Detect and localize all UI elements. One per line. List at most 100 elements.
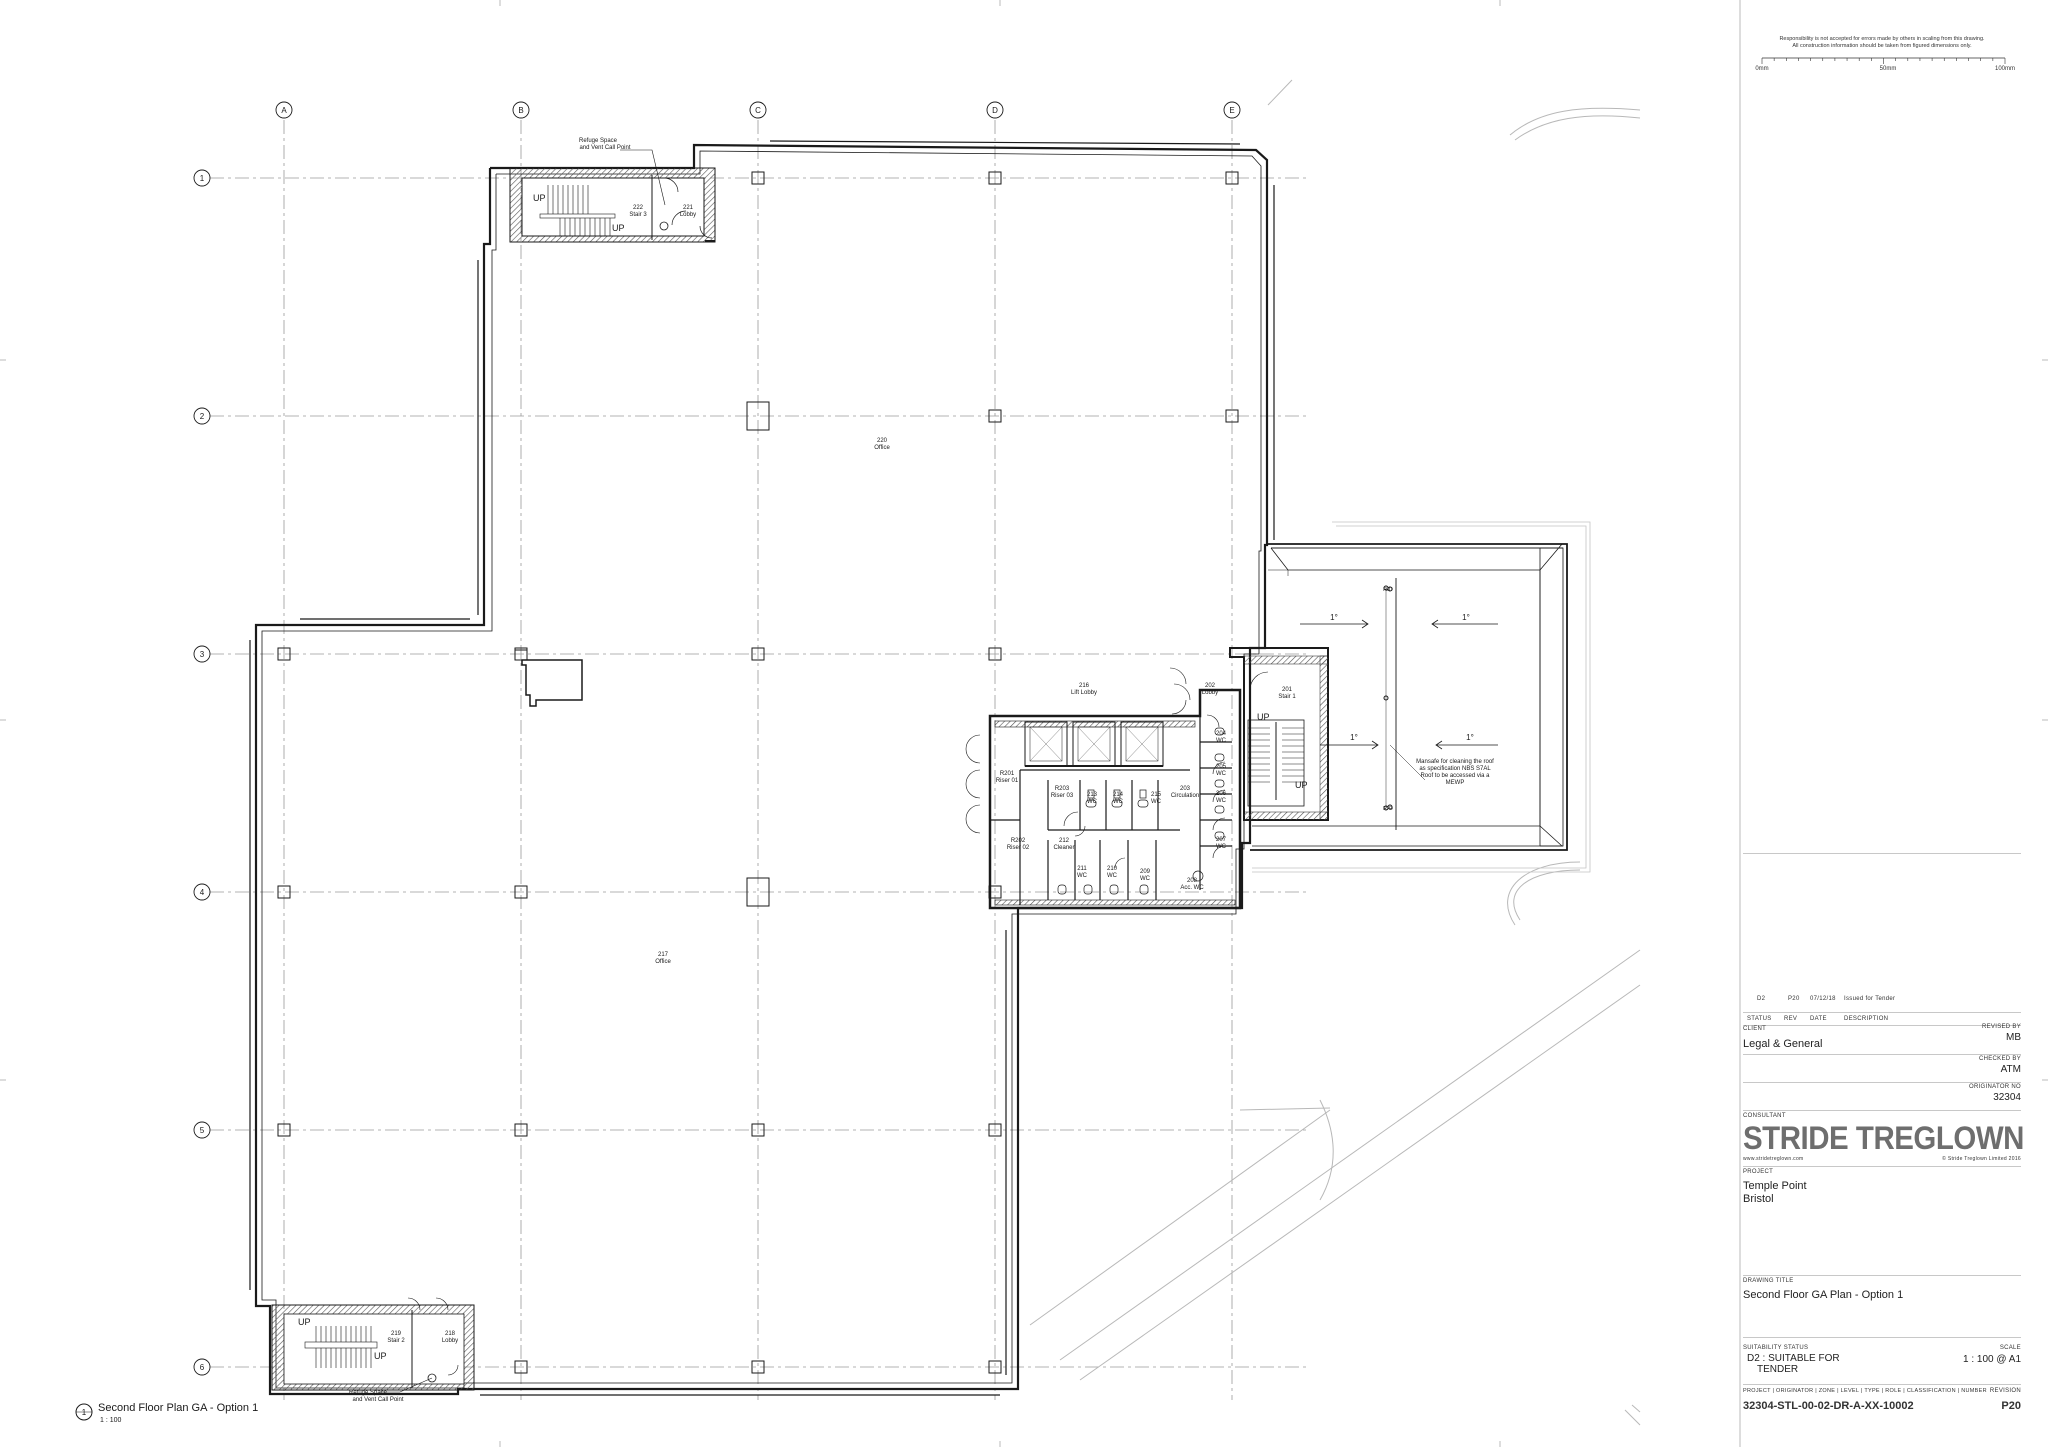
structural-column	[277, 1123, 291, 1137]
room-206-num: 206	[1216, 791, 1227, 797]
room-218-num: 218	[445, 1331, 456, 1337]
grid-label-E: E	[1229, 106, 1234, 115]
up-label: UP	[1295, 780, 1308, 790]
room-210-name: WC	[1107, 873, 1118, 879]
structural-column	[751, 647, 765, 661]
room-r202-name: Riser 02	[1007, 845, 1030, 851]
room-r202-num: R202	[1011, 838, 1026, 844]
stair-3-core	[509, 167, 716, 243]
client-name: Legal & General	[1743, 1038, 1823, 1050]
room-219-num: 219	[391, 1331, 402, 1337]
refuge-top-line1: Refuge Space	[579, 138, 618, 144]
structural-column	[751, 1123, 765, 1137]
structural-column	[514, 885, 528, 899]
revision-section: REVISION P20	[1743, 1388, 2021, 1412]
grid-bubble-6: 6	[193, 1358, 211, 1376]
room-labels: 220 Office 217 Office 222 Stair 3 221 Lo…	[349, 138, 1494, 1403]
rev-description: Issued for Tender	[1844, 996, 1896, 1002]
scale-bar: Responsibility is not accepted for error…	[1755, 36, 2015, 72]
checked-by-label: CHECKED BY	[1978, 1056, 2021, 1062]
rev-header-date: DATE	[1810, 1016, 1827, 1022]
room-204-num: 204	[1216, 731, 1227, 737]
grid-bubble-C: C	[749, 101, 767, 119]
up-labels: UP UP UP UP UP UP	[298, 193, 1308, 1361]
consultant-website: www.stridetreglown.com	[1743, 1156, 1804, 1162]
room-212-num: 212	[1059, 838, 1070, 844]
central-core	[965, 667, 1242, 910]
fall-label: 1°	[1350, 733, 1358, 742]
rev-status: D2	[1757, 996, 1766, 1002]
revised-by-section: REVISED BY MB	[1743, 1024, 2021, 1043]
roof-note-line3: Roof to be accessed via a	[1420, 773, 1490, 779]
consultant-copyright: © Stride Treglown Limited 2016	[1942, 1156, 2021, 1162]
structural-column	[751, 171, 765, 185]
leader-lines	[380, 149, 666, 1393]
consultant-logo: STRIDE TREGLOWN	[1743, 1120, 2024, 1156]
room-208-name: Acc. WC	[1180, 885, 1204, 891]
grid-bubble-3: 3	[193, 645, 211, 663]
room-213-name: WC	[1087, 799, 1098, 805]
scale-label-0: 0mm	[1755, 66, 1768, 72]
revision-headers: STATUS REV DATE DESCRIPTION	[1743, 1012, 2021, 1026]
fall-label: 1°	[1462, 613, 1470, 622]
originator-label: ORIGINATOR NO	[1968, 1084, 2021, 1090]
building-envelope	[249, 140, 1275, 1396]
room-201-num: 201	[1282, 687, 1293, 693]
fall-label: 1°	[1466, 733, 1474, 742]
room-203-name: Circulation	[1171, 793, 1199, 799]
room-201-name: Stair 1	[1278, 694, 1296, 700]
title-block-rule	[1743, 1082, 2021, 1083]
stair-1-core	[1229, 647, 1329, 821]
room-r203-name: Riser 03	[1051, 793, 1074, 799]
checked-by-value: ATM	[2000, 1064, 2021, 1075]
room-222-name: Stair 3	[629, 212, 647, 218]
rev-number: P20	[1788, 996, 1800, 1002]
grid-bubble-E: E	[1223, 101, 1241, 119]
structural-column	[514, 1360, 528, 1374]
grid-bubble-5: 5	[193, 1121, 211, 1139]
room-220-name: Office	[874, 445, 890, 451]
room-219-name: Stair 2	[387, 1338, 405, 1344]
title-block-rule	[1743, 1166, 2021, 1167]
structural-column	[988, 171, 1002, 185]
revision-value: P20	[2001, 1400, 2021, 1412]
structural-column	[746, 401, 770, 431]
grid-label-5: 5	[200, 1126, 205, 1135]
project-label: PROJECT	[1743, 1169, 1774, 1175]
structural-column	[988, 409, 1002, 423]
room-222-num: 222	[633, 205, 644, 211]
grid-label-6: 6	[200, 1363, 205, 1372]
view-title: 1 Second Floor Plan GA - Option 1 1 : 10…	[75, 1402, 258, 1424]
drawing-title-label: DRAWING TITLE	[1743, 1278, 1794, 1284]
duct-enclosure	[521, 659, 583, 707]
grid-label-1: 1	[200, 174, 205, 183]
rev-header-status: STATUS	[1747, 1016, 1772, 1022]
room-207-num: 207	[1216, 837, 1227, 843]
title-block-rule	[1743, 1110, 2021, 1111]
client-section: CLIENT Legal & General	[1743, 1026, 2021, 1050]
roof-note-line4: MEWP	[1446, 780, 1465, 786]
structural-column	[514, 649, 528, 661]
structural-columns	[277, 171, 1239, 1374]
room-218-name: Lobby	[442, 1338, 458, 1344]
room-209-name: WC	[1140, 876, 1151, 882]
up-label: UP	[298, 1317, 311, 1327]
site-context	[1029, 79, 1641, 1426]
fall-label: 1°	[1330, 613, 1338, 622]
room-205-num: 205	[1216, 764, 1227, 770]
fall-labels: 1° 1° 1° 1°	[1330, 613, 1474, 742]
room-214-num: 214	[1113, 792, 1124, 798]
structural-column	[1225, 171, 1239, 185]
structural-column	[746, 877, 770, 907]
room-210-num: 210	[1107, 866, 1118, 872]
drawing-number-label: PROJECT | ORIGINATOR | ZONE | LEVEL | TY…	[1743, 1388, 1987, 1394]
suitability-line2: TENDER	[1757, 1364, 1799, 1375]
consultant-section: CONSULTANT STRIDE TREGLOWN www.stridetre…	[1743, 1113, 2024, 1164]
disclaimer-line2: All construction information should be t…	[1792, 43, 1972, 49]
room-221-num: 221	[683, 205, 694, 211]
structural-column	[988, 1360, 1002, 1374]
room-217-num: 217	[658, 952, 669, 958]
rev-date: 07/12/18	[1810, 996, 1836, 1002]
